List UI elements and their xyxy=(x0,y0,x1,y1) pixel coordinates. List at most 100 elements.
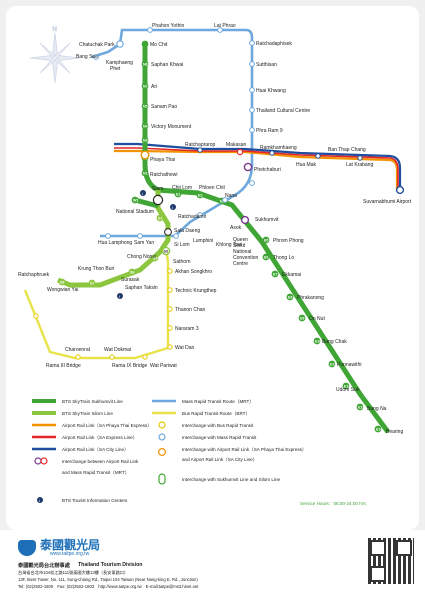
svg-text:i: i xyxy=(172,205,174,210)
svg-text:Wongwian Yai: Wongwian Yai xyxy=(47,287,78,293)
svg-text:National Stadium: National Stadium xyxy=(116,209,154,215)
svg-text:Asok: Asok xyxy=(230,225,242,231)
svg-text:Interchange with Mass Rapid Tr: Interchange with Mass Rapid Transit xyxy=(182,435,257,440)
svg-text:Sam Yan: Sam Yan xyxy=(134,240,154,246)
svg-text:Phaya Thai: Phaya Thai xyxy=(150,157,175,163)
svg-text:Ari: Ari xyxy=(151,84,157,90)
svg-text:Rama IX Bridge: Rama IX Bridge xyxy=(112,363,148,369)
svg-text:N5: N5 xyxy=(143,104,148,108)
svg-text:E7: E7 xyxy=(273,272,277,276)
svg-text:E3: E3 xyxy=(220,199,224,203)
svg-text:Mass Rapid Transit Route（MRT）: Mass Rapid Transit Route（MRT） xyxy=(182,399,254,404)
svg-text:S8: S8 xyxy=(60,280,64,284)
svg-text:E6: E6 xyxy=(264,255,268,259)
svg-text:Phloen Chit: Phloen Chit xyxy=(199,185,225,191)
svg-text:Si Lom: Si Lom xyxy=(174,242,190,248)
svg-text:E2: E2 xyxy=(198,193,202,197)
svg-text:and Airport Rail Link（SA City: and Airport Rail Link（SA City Line） xyxy=(182,457,257,462)
svg-text:N: N xyxy=(53,27,57,33)
svg-text:Airport Rail Link（SA City Line: Airport Rail Link（SA City Line） xyxy=(62,447,129,452)
svg-text:N8: N8 xyxy=(143,62,148,66)
svg-text:Udom Suk: Udom Suk xyxy=(336,387,360,393)
svg-text:Airport Rail Link（SA Express L: Airport Rail Link（SA Express Line） xyxy=(62,435,137,440)
svg-text:Service Hours：06:00-24:00 hrs: Service Hours：06:00-24:00 hrs xyxy=(300,501,366,506)
svg-text:Charoenrat: Charoenrat xyxy=(65,347,91,353)
svg-text:BTS Tourist Information Center: BTS Tourist Information Centers xyxy=(62,498,128,503)
svg-text:Chatuchak Park: Chatuchak Park xyxy=(79,42,115,48)
svg-text:Convention: Convention xyxy=(233,255,259,261)
svg-text:Centre: Centre xyxy=(233,261,248,267)
brt-line xyxy=(23,247,170,360)
svg-text:Lat Krabang: Lat Krabang xyxy=(346,162,373,168)
svg-text:Ekkamai: Ekkamai xyxy=(282,272,301,278)
svg-text:Phra Ram 9: Phra Ram 9 xyxy=(256,128,283,134)
svg-text:Sukhumvit: Sukhumvit xyxy=(255,217,279,223)
svg-text:Sathorn: Sathorn xyxy=(173,259,191,265)
compass-icon: N xyxy=(29,27,81,84)
svg-text:Mo Chit: Mo Chit xyxy=(150,42,168,48)
svg-text:Makasan: Makasan xyxy=(226,142,247,148)
svg-text:Ratchadaphisek: Ratchadaphisek xyxy=(256,41,292,47)
svg-text:S6: S6 xyxy=(130,270,134,274)
svg-text:E13: E13 xyxy=(358,405,364,409)
info-icon: i i i xyxy=(117,190,176,299)
svg-text:Sanam Pao: Sanam Pao xyxy=(151,104,177,110)
svg-text:Queen: Queen xyxy=(233,237,248,243)
bts-silom-branch xyxy=(134,197,159,209)
svg-text:i: i xyxy=(142,191,144,196)
address-en: 13F, Boss Tower, No. 111, Sung-chiang Rd… xyxy=(18,577,198,582)
svg-text:E8: E8 xyxy=(288,295,292,299)
airport-sa-line xyxy=(114,149,399,190)
svg-text:Thanon Chan: Thanon Chan xyxy=(175,307,206,313)
svg-text:N7: N7 xyxy=(143,84,148,88)
svg-text:Bearing: Bearing xyxy=(386,429,403,435)
svg-text:E1: E1 xyxy=(176,192,180,196)
svg-text:Nararam 3: Nararam 3 xyxy=(175,326,199,332)
svg-text:N4: N4 xyxy=(143,124,148,128)
office-name-en: Thailand Tourism Division xyxy=(78,562,143,568)
svg-text:Technic Krungthep: Technic Krungthep xyxy=(175,288,217,294)
svg-text:BTS SkyTrain Sukhumvit Line: BTS SkyTrain Sukhumvit Line xyxy=(62,399,123,404)
svg-text:Wat Dan: Wat Dan xyxy=(175,345,194,351)
airport-express-line xyxy=(114,147,399,190)
svg-text:Phahon Yothin: Phahon Yothin xyxy=(152,23,184,29)
svg-text:Bang Sue: Bang Sue xyxy=(76,54,98,60)
svg-text:W1: W1 xyxy=(133,198,138,202)
svg-text:Bang Na: Bang Na xyxy=(367,406,387,412)
svg-text:Thong Lo: Thong Lo xyxy=(273,255,294,261)
svg-text:E12: E12 xyxy=(344,384,350,388)
svg-text:Bus Rapid Transit Route（BRT）: Bus Rapid Transit Route（BRT） xyxy=(182,411,250,416)
svg-text:Victory Monument: Victory Monument xyxy=(151,124,192,130)
svg-text:S7: S7 xyxy=(90,281,94,285)
svg-text:Nana: Nana xyxy=(225,193,237,199)
svg-text:Ban Thap Chang: Ban Thap Chang xyxy=(328,147,366,153)
svg-text:Huai Khwang: Huai Khwang xyxy=(256,88,286,94)
svg-text:Interchange with Bus Rapid Tra: Interchange with Bus Rapid Transit xyxy=(182,423,254,428)
bts-silom-line xyxy=(57,190,171,288)
svg-text:Kamphaeng: Kamphaeng xyxy=(106,60,133,66)
svg-text:i: i xyxy=(119,294,121,299)
legend: i BTS SkyTrain Sukhumvit Line BTS SkyTra… xyxy=(32,399,366,506)
svg-text:and Mass Rapid Transit（MRT）: and Mass Rapid Transit（MRT） xyxy=(62,470,129,475)
svg-text:Airport Rail Link（SA Phaya Tha: Airport Rail Link（SA Phaya Thai Express） xyxy=(62,423,152,428)
svg-text:Sala Daeng: Sala Daeng xyxy=(174,228,200,234)
svg-text:Interchange with Airport Rail: Interchange with Airport Rail Link（SA Ph… xyxy=(182,447,307,452)
svg-text:S3: S3 xyxy=(164,249,168,253)
svg-text:Phetchaburi: Phetchaburi xyxy=(254,167,281,173)
station-markers: N8 N7 N5 N4 N3 N2 N1 E1 E2 E3 E5 E6 E7 E… xyxy=(33,27,405,433)
brand-name: 泰國觀光局 xyxy=(40,538,101,552)
map-sheet xyxy=(6,6,419,530)
station-labels: Phahon Yothin Lat Phrao Chatuchak Park M… xyxy=(18,23,412,435)
svg-text:Rama III Bridge: Rama III Bridge xyxy=(46,363,81,369)
svg-text:Phet: Phet xyxy=(110,66,121,72)
svg-text:S1: S1 xyxy=(158,216,162,220)
logo-icon xyxy=(18,540,36,556)
svg-text:Phrakanong: Phrakanong xyxy=(297,295,324,301)
qr-code-icon xyxy=(368,538,414,584)
airport-city-line xyxy=(114,142,402,188)
svg-text:E9: E9 xyxy=(300,316,304,320)
svg-text:Akhan Songkhro: Akhan Songkhro xyxy=(175,269,212,275)
svg-text:Ratchaphruek: Ratchaphruek xyxy=(18,272,50,278)
svg-text:National: National xyxy=(233,249,251,255)
svg-text:Hua Lamphong: Hua Lamphong xyxy=(98,240,132,246)
